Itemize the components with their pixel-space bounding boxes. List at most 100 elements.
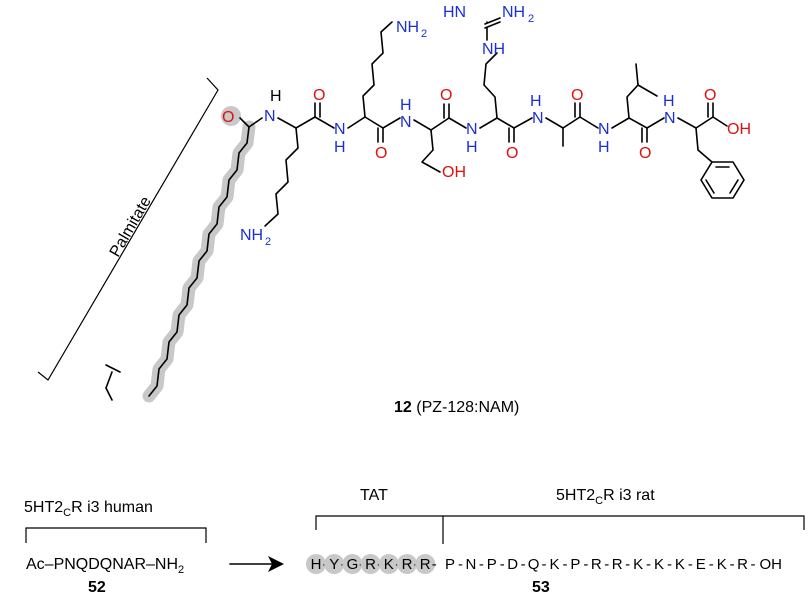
rat-residue: K (654, 556, 664, 573)
residue-bond: - (730, 556, 735, 573)
rat-residue: K (633, 556, 643, 573)
residue-bond: - (667, 556, 672, 573)
ser-carbonyl-o: O (440, 87, 452, 104)
peptide-52-header: 5HT2CR i3 human (24, 499, 153, 519)
lys-1-backbone (264, 102, 335, 227)
compound-12-label: 12 (PZ-128:NAM) (394, 399, 519, 416)
amide-n-6: N (598, 121, 610, 138)
residue-bond: - (751, 556, 756, 573)
palmitate-chain (105, 126, 250, 401)
amide-h-7: H (663, 93, 675, 110)
rat-bracket (443, 515, 805, 530)
tat-residue: G (347, 556, 359, 573)
leu-carbonyl-o: O (639, 145, 651, 162)
amide-h-5: H (530, 93, 542, 110)
palmitate-label: Palmitate (107, 194, 155, 260)
residue-bond: - (500, 556, 505, 573)
palmitate-bracket (37, 77, 219, 381)
lys-2-side-nh2-sub: 2 (421, 28, 427, 40)
arg-guanidine-hn: HN (443, 4, 466, 21)
residue-bond: - (458, 556, 463, 573)
tat-residue: R (402, 556, 413, 573)
tat-residue: H (311, 556, 322, 573)
lys-2-backbone (347, 21, 401, 143)
amide-n-5: N (532, 110, 544, 127)
rat-residue: N (465, 556, 476, 573)
rat-residue: K (675, 556, 685, 573)
palmitate-carbonyl-o: O (222, 109, 234, 126)
tat-bracket (315, 515, 444, 544)
residue-bond: - (604, 556, 609, 573)
tat-label: TAT (360, 487, 388, 504)
peptide-52-bracket (25, 527, 207, 543)
residue-bond: - (646, 556, 651, 573)
residue-bond: - (542, 556, 547, 573)
amide-nh-3: H (400, 97, 412, 114)
lys-1-carbonyl-o: O (313, 87, 325, 104)
reaction-arrow (229, 556, 284, 572)
rat-residue: P (445, 556, 455, 573)
tat-residue: Y (329, 556, 339, 573)
tat-residue-highlight (397, 554, 417, 574)
residue-bond: - (625, 556, 630, 573)
residue-bond: - (583, 556, 588, 573)
rat-residue: P (570, 556, 580, 573)
phe-carboxyl-oh: OH (727, 121, 751, 138)
amide-h-2: H (334, 139, 346, 156)
amide-nh-2: N (334, 121, 346, 138)
lys-1-side-nh2-sub: 2 (265, 236, 271, 248)
palmitate-highlight (142, 106, 256, 403)
arg-carbonyl-o: O (506, 145, 518, 162)
tat-residue: R (420, 556, 431, 573)
rat-residue: P (487, 556, 497, 573)
tat-residue-highlight (324, 554, 345, 574)
residue-bond: - (521, 556, 526, 573)
leu-backbone (611, 63, 665, 143)
phe-backbone (677, 102, 745, 199)
residue-bond: - (709, 556, 714, 573)
tat-residue-highlight (378, 554, 399, 574)
rat-label: 5HT2CR i3 rat (556, 487, 655, 507)
rat-residue: R (612, 556, 623, 573)
arg-guanidine-nh: NH (482, 41, 505, 58)
amide-h-1: H (270, 88, 282, 105)
residue-bond: - (479, 556, 484, 573)
arg-backbone (479, 17, 533, 143)
c-terminal-oh: OH (760, 556, 783, 573)
tat-residue: K (384, 556, 394, 573)
arg-guanidine-nh2: NH (502, 4, 525, 21)
amide-n-3: N (400, 114, 412, 131)
lys-2-side-nh2: NH (396, 19, 419, 36)
peptide-52-number: 52 (88, 579, 106, 596)
rat-residue: D (507, 556, 518, 573)
peptide-53-number: 53 (532, 579, 550, 596)
rat-residue: K (549, 556, 559, 573)
ala-backbone (545, 102, 599, 147)
ala-carbonyl-o: O (571, 87, 583, 104)
tat-residue-highlight (415, 554, 436, 574)
rat-residue: E (696, 556, 706, 573)
arg-guanidine-nh2-sub: 2 (528, 13, 534, 25)
phe-carbonyl-o: O (704, 87, 716, 104)
tat-residue: R (365, 556, 376, 573)
amide-h-4: H (466, 139, 478, 156)
rat-residue: K (717, 556, 727, 573)
rat-residue: R (591, 556, 602, 573)
amide-h-6: H (598, 139, 610, 156)
lys-2-carbonyl-o: O (375, 145, 387, 162)
ser-backbone (413, 103, 467, 173)
ser-hydroxyl: OH (442, 164, 466, 181)
residue-bond: - (562, 556, 567, 573)
amide-n-4: N (466, 121, 478, 138)
peptide-53-sequence: H-Y-G-R-K-R-R-P-N-P-D-Q-K-P-R-R-K-K-K-E-… (306, 554, 782, 574)
residue-bond: - (688, 556, 693, 573)
rat-residue: R (737, 556, 748, 573)
rat-residue: Q (528, 556, 540, 573)
tat-residue-highlight (306, 554, 326, 574)
peptide-52-sequence: Ac–PNQDQNAR–NH2 (26, 556, 184, 576)
tat-residue-highlight (360, 554, 381, 574)
amide-n-7: N (664, 110, 676, 127)
amide-n-1: N (264, 108, 276, 125)
lys-1-side-nh2: NH (240, 227, 263, 244)
